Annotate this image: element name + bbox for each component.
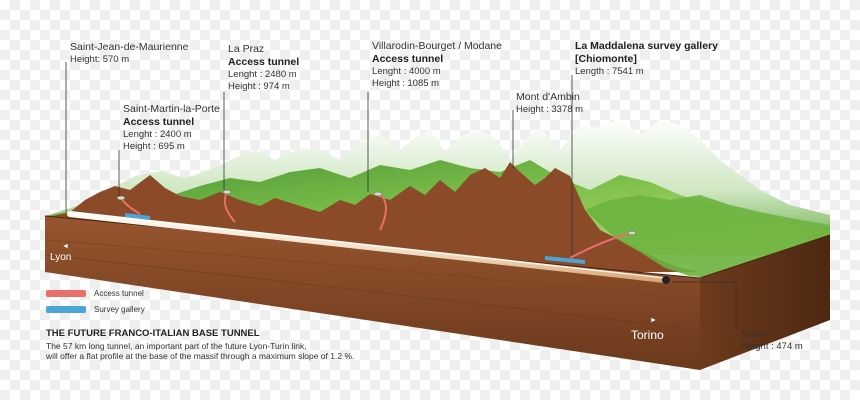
villarodin-height: Height : 1085 m (372, 78, 440, 89)
label-susa: Susa Height : 474 m (741, 328, 803, 353)
legend-survey-gallery-swatch (46, 306, 86, 313)
block-side (700, 235, 830, 370)
footer-title: THE FUTURE FRANCO-ITALIAN BASE TUNNEL (46, 328, 260, 339)
access-tunnel-villarodin (379, 193, 387, 231)
la-praz-height: Height : 974 m (228, 81, 290, 92)
saint-martin-type: Access tunnel (123, 116, 195, 128)
footer-line2: will offer a flat profile at the base of… (46, 351, 355, 361)
lyon-arrow-icon: ◄ (62, 243, 69, 250)
survey-gallery-section-2 (544, 256, 586, 264)
villarodin-length: Lenght : 4000 m (372, 66, 441, 77)
saint-jean-height: Height: 570 m (70, 54, 130, 65)
susa-height: Height : 474 m (741, 341, 803, 352)
label-villarodin: Villarodin-Bourget / Modane Access tunne… (372, 40, 502, 90)
saint-martin-name: Saint-Martin-la-Porte (123, 103, 220, 115)
villarodin-type: Access tunnel (372, 53, 444, 65)
site-markers (116, 189, 637, 236)
mont-dambin-name: Mont d'Ambin (516, 91, 580, 103)
city-torino: Torino (631, 328, 664, 342)
torino-arrow-icon: ► (650, 317, 657, 324)
legend-access-tunnel: Access tunnel (94, 289, 144, 298)
legend-access-tunnel-swatch (46, 290, 86, 297)
label-mont-dambin: Mont d'Ambin Height : 3378 m (516, 91, 583, 116)
label-la-praz: La Praz Access tunnel Lenght : 2480 m He… (228, 43, 299, 93)
villarodin-name: Villarodin-Bourget / Modane (372, 40, 502, 52)
leader-lines (65, 62, 737, 330)
saint-martin-height: Height : 695 m (123, 141, 185, 152)
label-la-maddalena: La Maddalena survey gallery [Chiomonte] … (575, 40, 718, 78)
la-praz-length: Lenght : 2480 m (228, 69, 297, 80)
survey-gallery-maddalena (569, 232, 631, 259)
saint-martin-length: Lenght : 2400 m (123, 129, 192, 140)
footer-line1: The 57 km long tunnel, an important part… (46, 341, 307, 351)
label-saint-martin: Saint-Martin-la-Porte Access tunnel Leng… (123, 103, 220, 153)
city-lyon: Lyon (50, 252, 72, 263)
la-maddalena-length: Length : 7541 m (575, 66, 644, 77)
tunnel-portal (662, 276, 670, 284)
base-tunnel (67, 211, 668, 283)
survey-gallery-section-1 (124, 213, 151, 220)
legend-survey-gallery: Survey gallery (94, 305, 145, 314)
la-praz-name: La Praz (228, 43, 265, 55)
susa-name: Susa (741, 328, 765, 340)
la-maddalena-name: La Maddalena survey gallery (575, 40, 718, 52)
mont-dambin-height: Height : 3378 m (516, 104, 584, 115)
block-front (45, 216, 700, 370)
la-praz-type: Access tunnel (228, 56, 300, 68)
saint-jean-name: Saint-Jean-de-Maurienne (70, 41, 189, 53)
label-saint-jean: Saint-Jean-de-Maurienne Height: 570 m (70, 41, 188, 66)
la-maddalena-name2: [Chiomonte] (575, 53, 637, 65)
